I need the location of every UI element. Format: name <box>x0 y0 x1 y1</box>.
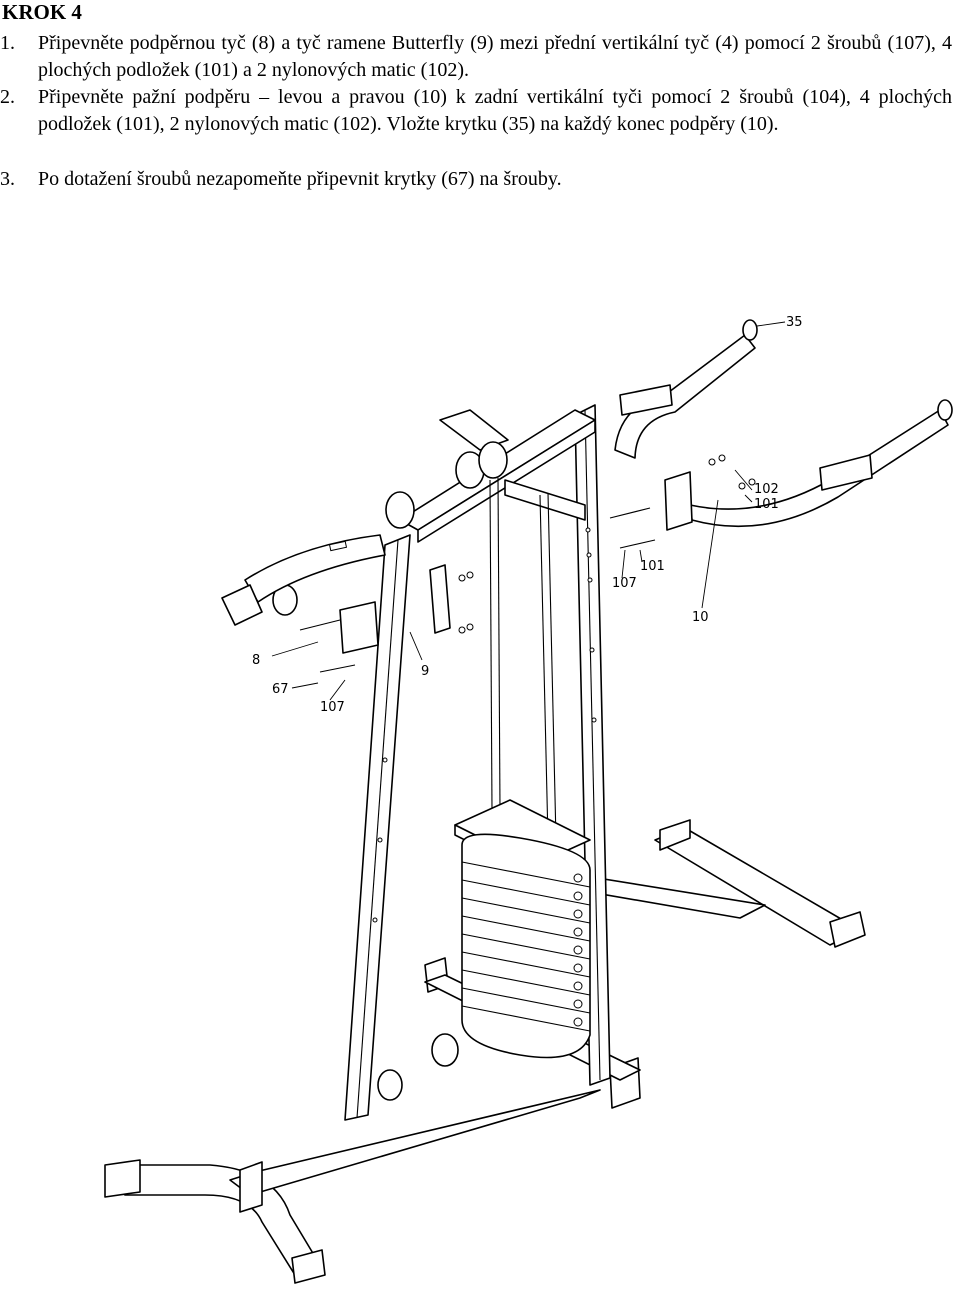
step-3-number: 3. <box>0 168 15 190</box>
front-vertical-post <box>344 534 411 1121</box>
step-1-number: 1. <box>0 32 15 54</box>
callout-leaders <box>271 321 786 701</box>
callout-101-lower: 101 <box>640 559 665 574</box>
weight-stack <box>454 799 591 1059</box>
pulleys <box>272 441 508 1101</box>
arm-supports <box>609 334 949 549</box>
callout-107-left: 107 <box>320 700 345 715</box>
step-1-text: Připevněte podpěrnou tyč (8) a tyč ramen… <box>38 32 952 81</box>
callout-35: 35 <box>786 315 803 330</box>
step-2-text: Připevněte pažní podpěru – levou a pravo… <box>38 86 952 135</box>
callout-101-right: 101 <box>754 497 779 512</box>
front-bracket-hardware <box>299 564 474 673</box>
callout-8: 8 <box>252 653 260 668</box>
step-2-number: 2. <box>0 86 15 108</box>
callout-107-right: 107 <box>612 576 637 591</box>
instruction-step-2: 2. Připevněte pažní podpěru – levou a pra… <box>0 84 952 138</box>
end-caps <box>742 319 953 421</box>
callout-10: 10 <box>692 610 709 625</box>
step-3-text: Po dotažení šroubů nezapomeňte připevnit… <box>38 168 562 190</box>
callout-67: 67 <box>272 682 289 697</box>
instruction-step-3: 3. Po dotažení šroubů nezapomeňte připevn… <box>0 166 952 193</box>
callout-102: 102 <box>754 482 779 497</box>
guide-rods <box>489 477 557 841</box>
callout-9: 9 <box>421 664 429 679</box>
butterfly-arm <box>221 534 386 626</box>
instruction-step-1: 1. Připevněte podpěrnou tyč (8) a tyč ram… <box>0 30 952 84</box>
step-title: KROK 4 <box>2 0 82 24</box>
front-base-frame <box>104 1089 601 1284</box>
